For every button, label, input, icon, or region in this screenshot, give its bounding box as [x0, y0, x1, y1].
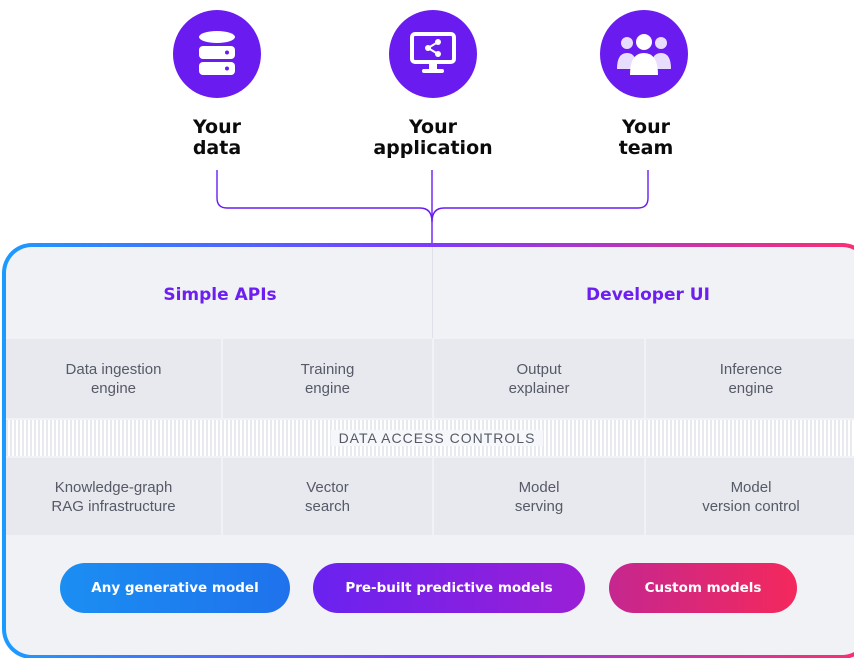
monitor-share-icon [410, 32, 456, 73]
cell-label-line2: explainer [508, 379, 570, 397]
pre-built-predictive-models-pill: Pre-built predictive models [313, 563, 585, 613]
cell-label-line1: Vector [306, 478, 349, 496]
database-icon [199, 31, 235, 75]
capability-cell-inference: Inference engine [646, 339, 854, 418]
application-node-label: Your application [353, 117, 513, 159]
cell-label-line2: search [304, 497, 351, 515]
application-node-label-line2: application [373, 137, 493, 159]
data-node-label: Your data [137, 117, 297, 159]
capability-cell-training: Training engine [223, 339, 432, 418]
capability-cell-model-version-control: Model version control [646, 458, 854, 535]
cell-label-line2: serving [514, 497, 564, 515]
cell-label-line1: Knowledge-graph [54, 478, 173, 496]
team-node-label-line2: team [618, 137, 674, 159]
capability-cell-knowledge-graph: Knowledge-graph RAG infrastructure [6, 458, 221, 535]
connector-bracket [216, 170, 649, 223]
simple-apis-header: Simple APIs [163, 285, 277, 305]
cell-label-line2: engine [304, 379, 351, 397]
team-icon [617, 34, 671, 75]
cell-label-line1: Data ingestion [65, 360, 162, 378]
cell-label-line1: Model [518, 478, 560, 496]
platform-container: Simple APIs Developer UI Data ingestion … [2, 243, 854, 658]
cell-label-line1: Inference [719, 360, 783, 378]
cell-label-line1: Output [516, 360, 562, 378]
application-node-circle [389, 10, 477, 98]
data-access-controls-label: DATA ACCESS CONTROLS [330, 430, 544, 446]
header-divider [432, 247, 433, 338]
cell-label-line2: engine [728, 379, 774, 397]
capability-cell-output-explainer: Output explainer [434, 339, 644, 418]
api-header-row: Simple APIs Developer UI [6, 247, 854, 338]
data-node-label-line1: Your [193, 116, 241, 138]
any-generative-model-pill: Any generative model [60, 563, 290, 613]
team-node-circle [600, 10, 688, 98]
team-node-label: Your team [566, 117, 726, 159]
platform-inner: Simple APIs Developer UI Data ingestion … [6, 247, 854, 655]
capability-cell-model-serving: Model serving [434, 458, 644, 535]
team-node-label-line1: Your [622, 116, 670, 138]
data-node-label-line2: data [192, 137, 242, 159]
data-node-circle [173, 10, 261, 98]
data-access-controls-band: DATA ACCESS CONTROLS [6, 420, 854, 456]
cell-label-line2: RAG infrastructure [51, 497, 176, 515]
custom-models-pill: Custom models [609, 563, 797, 613]
application-node-label-line1: Your [409, 116, 457, 138]
cell-label-line2: version control [702, 497, 800, 515]
cell-label-line2: engine [90, 379, 137, 397]
capability-cell-vector-search: Vector search [223, 458, 432, 535]
developer-ui-header: Developer UI [586, 285, 710, 305]
capability-cell-data-ingestion: Data ingestion engine [6, 339, 221, 418]
cell-label-line1: Training [300, 360, 355, 378]
cell-label-line1: Model [730, 478, 772, 496]
